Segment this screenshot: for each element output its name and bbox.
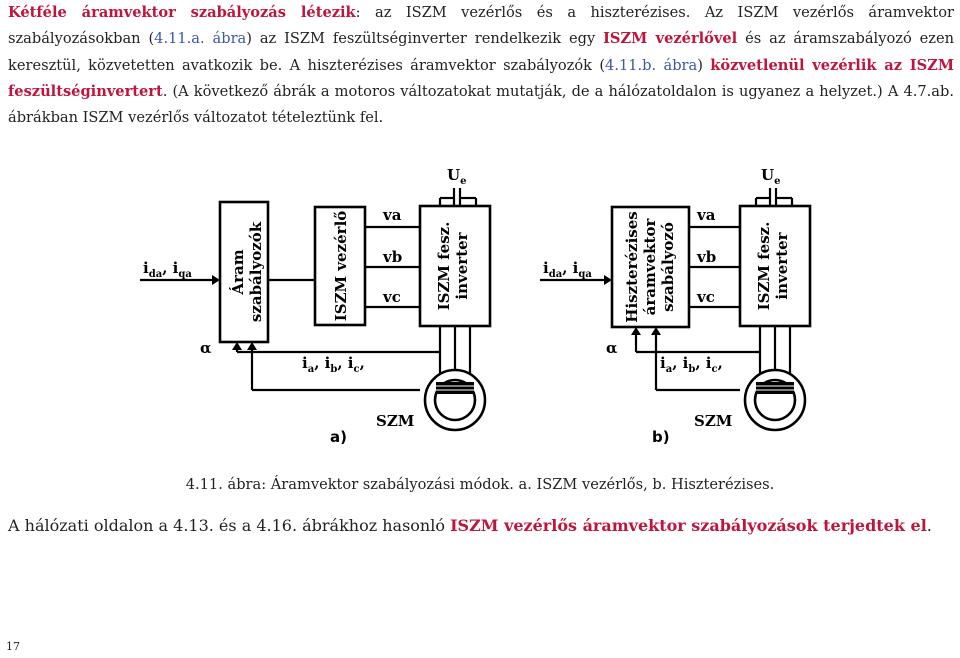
alpha-label: α [606, 339, 618, 357]
body-text: ) az ISZM feszültséginverter rendelkezik… [246, 30, 604, 48]
pwm-controller-block [313, 205, 367, 327]
inverter-label: ISZM fesz.inverter [435, 222, 471, 311]
arrow-head [212, 275, 220, 285]
current-controller-block [218, 200, 270, 344]
body-text: ) [697, 56, 711, 74]
diagram-b: ida, iqa Hiszterézisesáramvektorszabályo… [540, 166, 812, 446]
figure-reference-link[interactable]: 4.11.b. ábra [605, 56, 698, 74]
closing-paragraph: A hálózati oldalon a 4.13. és a 4.16. áb… [8, 516, 954, 535]
arrow-head [631, 327, 641, 335]
subfigure-b-label: b) [652, 428, 670, 446]
input-ida-label: ida, iqa [143, 259, 192, 280]
page-number: 17 [6, 640, 20, 653]
block-diagram-figure: ida, iqa Áramszabályozók ISZM vezérlő va… [140, 166, 812, 446]
va-label: va [696, 206, 716, 224]
body-text: . (A következő ábrák a motoros változato… [8, 82, 954, 127]
motor-label: SZM [694, 412, 732, 430]
highlight-text: közvetlenül vezérlik az ISZM feszültségi… [8, 56, 954, 100]
intro-paragraph: Kétféle áramvektor szabályozás létezik: … [8, 0, 954, 131]
ue-label: Ue [761, 166, 780, 187]
phase-current-labels: ia, ib, ic, [302, 354, 365, 375]
diagram-a: ida, iqa Áramszabályozók ISZM vezérlő va… [140, 166, 492, 446]
motor-label: SZM [376, 412, 414, 430]
motor-winding [436, 382, 474, 394]
vc-label: vc [382, 288, 401, 306]
inverter-label: ISZM fesz.inverter [755, 222, 791, 311]
arrow-head [651, 327, 661, 335]
hysteresis-controller-label: Hiszterézisesáramvektorszabályozó [623, 211, 677, 322]
inverter-block [418, 204, 492, 328]
highlight-text: Kétféle áramvektor szabályozás létezik [8, 4, 356, 21]
arrow-head [604, 275, 612, 285]
phase-current-labels: ia, ib, ic, [660, 354, 723, 375]
input-ida-label: ida, iqa [543, 259, 592, 280]
current-controller-label: Áramszabályozók [229, 221, 265, 322]
body-text: . [926, 516, 932, 535]
va-label: va [382, 206, 402, 224]
ue-label: Ue [447, 166, 466, 187]
alpha-label: α [200, 339, 212, 357]
pwm-controller-label: ISZM vezérlő [332, 211, 350, 322]
subfigure-a-label: a) [330, 428, 347, 446]
highlight-text: ISZM vezérlős áramvektor szabályozások t… [450, 516, 927, 535]
vb-label: vb [696, 248, 716, 266]
arrow-head [232, 342, 242, 350]
figure-reference-link[interactable]: 4.11.a. ábra [154, 30, 247, 48]
figure-caption: 4.11. ábra: Áramvektor szabályozási módo… [185, 476, 775, 493]
arrow-head [247, 342, 257, 350]
vb-label: vb [382, 248, 402, 266]
body-text: : az ISZM vezérlős és a hiszterézises. A… [8, 4, 954, 48]
highlight-text: ISZM vezérlővel [603, 30, 738, 48]
motor-winding [756, 382, 794, 394]
body-text: és az áramszabályozó ezen keresztül, köz… [8, 30, 954, 74]
body-text: A hálózati oldalon a 4.13. és a 4.16. áb… [8, 516, 451, 535]
vc-label: vc [696, 288, 715, 306]
inverter-block [738, 204, 812, 328]
